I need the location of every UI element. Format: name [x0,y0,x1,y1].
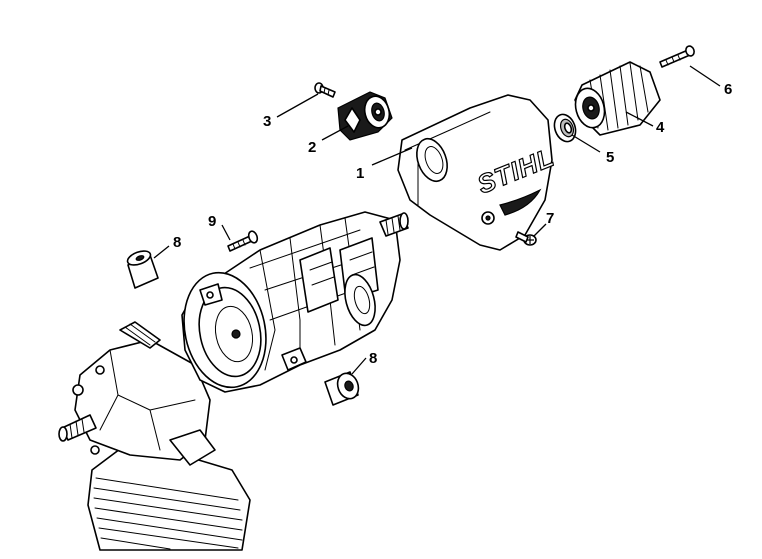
rubber-buffer-lower [324,371,360,406]
rubber-buffer-upper [126,250,159,289]
gear-housing [181,211,409,393]
callout-9: 9 [208,213,216,230]
callout-5: 5 [606,149,614,166]
callout-3: 3 [263,113,271,130]
housing-cover: STIHL [397,94,559,251]
callout-labels: 1 2 3 4 5 6 7 8 8 9 [173,81,732,367]
screw-6 [659,45,695,68]
callout-6: 6 [724,81,732,98]
callout-8-upper: 8 [173,234,181,251]
callout-2: 2 [308,139,316,156]
callout-7: 7 [546,210,554,227]
knob-part [337,91,393,141]
engine-cylinder [58,321,251,551]
screw-7 [515,231,537,246]
callout-4: 4 [656,119,665,136]
knob-assembly [574,61,661,136]
screw-3 [314,82,336,98]
ring-part [553,113,577,143]
leader-lines [153,65,721,375]
callout-8-lower: 8 [369,350,377,367]
screw-9 [227,230,259,252]
callout-1: 1 [356,165,364,182]
